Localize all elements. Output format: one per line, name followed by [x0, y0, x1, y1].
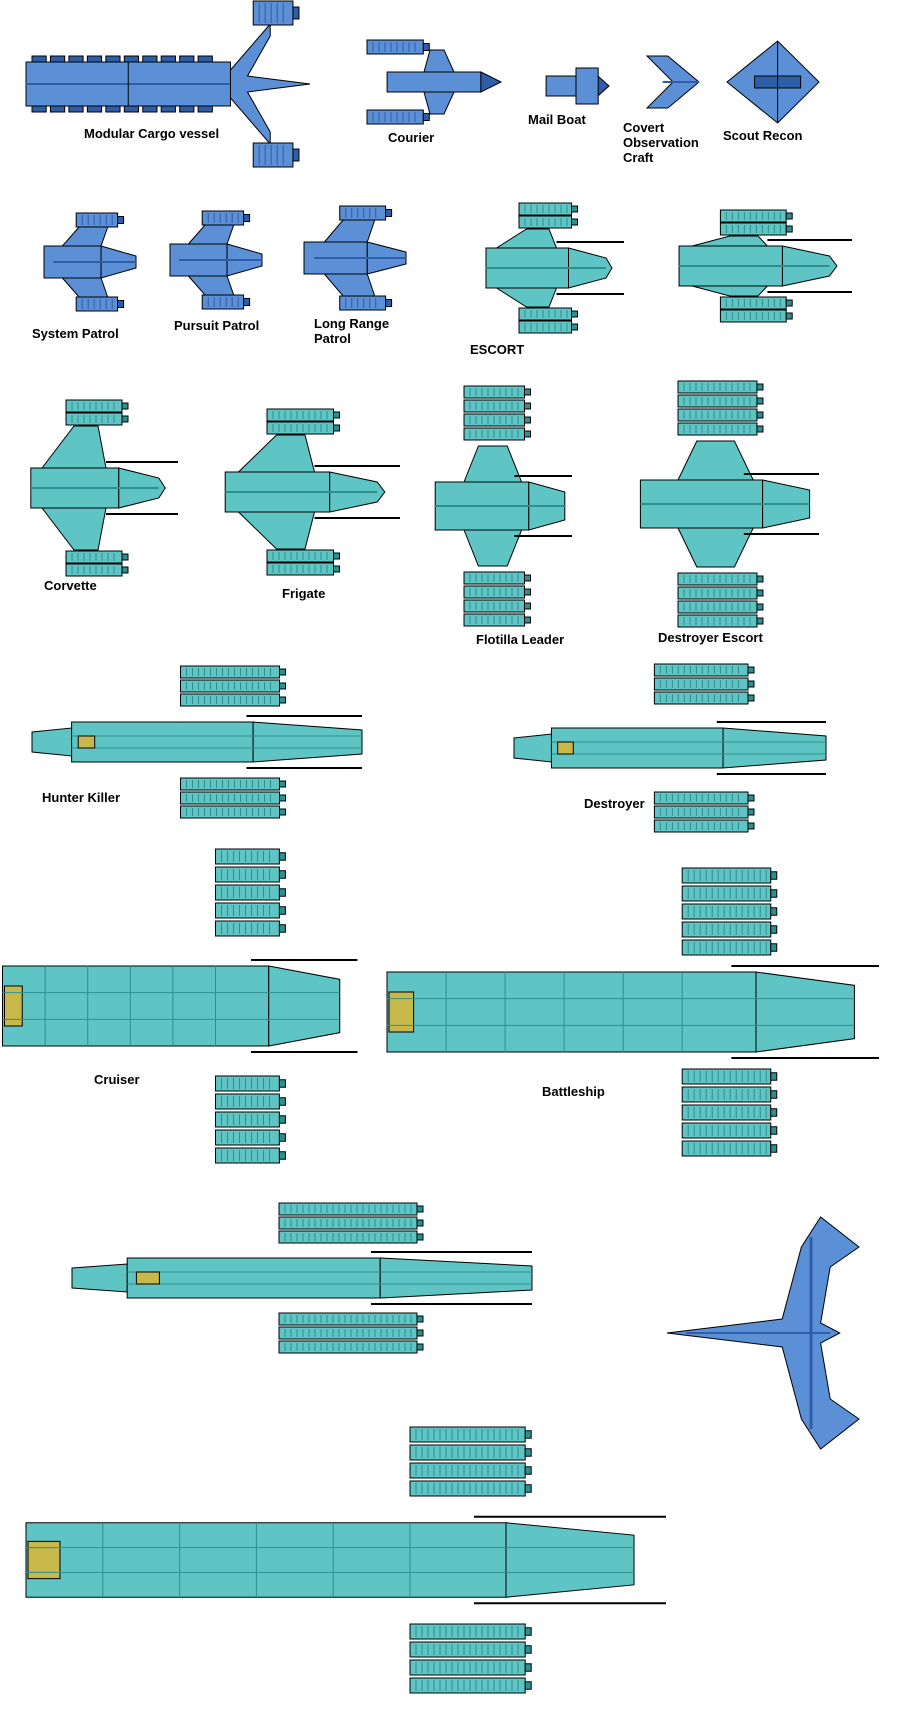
ship-destroyer-escort: [639, 380, 819, 628]
label-corvette: Corvette: [44, 578, 97, 593]
ship-hunter-killer: [31, 665, 363, 819]
ship-courier: [366, 39, 503, 125]
ship-escort-variant: [678, 209, 852, 323]
ship-heavy-hull: [71, 1202, 533, 1354]
label-flotilla-leader: Flotilla Leader: [476, 632, 565, 647]
ship-destroyer: [513, 663, 827, 833]
ship-cruiser: [2, 848, 358, 1164]
ship-system-patrol: [43, 212, 137, 312]
label-battleship: Battleship: [542, 1084, 605, 1099]
ship-scout-recon: [726, 40, 820, 124]
ship-pursuit-patrol: [169, 210, 263, 310]
label-cruiser: Cruiser: [94, 1072, 140, 1087]
label-modular-cargo-vessel: Modular Cargo vessel: [84, 126, 220, 141]
ship-corvette: [30, 399, 178, 577]
label-frigate: Frigate: [282, 586, 326, 601]
ship-mail-boat: [545, 67, 610, 105]
label-scout-recon: Scout Recon: [723, 128, 803, 143]
label-mail-boat: Mail Boat: [528, 112, 586, 127]
ship-long-range-patrol: [303, 205, 407, 311]
ship-frigate: [224, 408, 400, 576]
label-long-range-patrol: Long Range Patrol: [314, 316, 390, 346]
label-pursuit-patrol: Pursuit Patrol: [174, 318, 260, 333]
label-courier: Courier: [388, 130, 435, 145]
ship-blue-wing: [666, 1216, 860, 1450]
ship-dreadnought: [25, 1426, 666, 1694]
label-destroyer: Destroyer: [584, 796, 645, 811]
label-system-patrol: System Patrol: [32, 326, 119, 341]
ship-battleship: [386, 867, 879, 1157]
label-escort: ESCORT: [470, 342, 525, 357]
label-destroyer-escort: Destroyer Escort: [658, 630, 763, 645]
ship-modular-cargo-vessel: [25, 0, 311, 168]
ship-escort: [485, 202, 624, 334]
ship-covert-observation-craft: [645, 55, 700, 109]
label-hunter-killer: Hunter Killer: [42, 790, 121, 805]
label-covert-observation-craft: Covert Observation Craft: [623, 120, 699, 165]
ship-flotilla-leader: [434, 385, 572, 627]
